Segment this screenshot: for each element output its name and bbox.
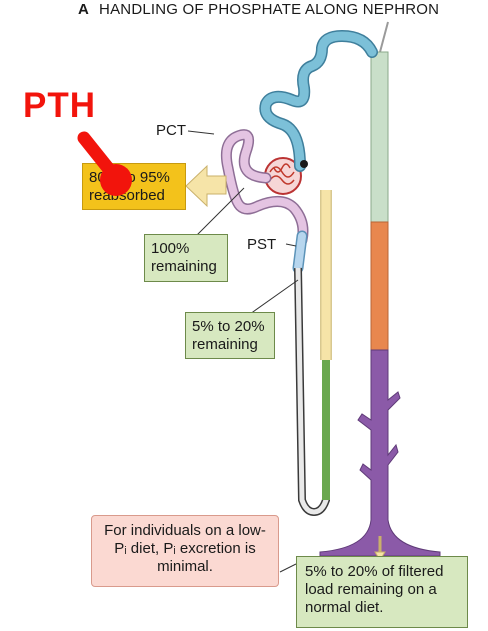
figure-title-text: HANDLING OF PHOSPHATE ALONG NEPHRON	[99, 1, 440, 18]
pst-label: PST	[247, 236, 277, 253]
reabsorption-arrow	[185, 164, 227, 208]
collecting-duct	[319, 21, 441, 557]
low-diet-note-text: For individuals on a low-Pᵢ diet, Pᵢ exc…	[104, 522, 266, 575]
pth-label: PTH	[23, 86, 96, 125]
panel-letter: A	[78, 1, 90, 18]
pct-label: PCT	[156, 122, 186, 139]
remaining-100-text: 100% remaining	[151, 240, 217, 275]
remaining-pst-callout: 5% to 20% remaining	[185, 312, 275, 359]
low-diet-note: For individuals on a low-Pᵢ diet, Pᵢ exc…	[91, 515, 279, 587]
pth-pointer-stem	[77, 131, 115, 175]
remaining-100-callout: 100% remaining	[144, 234, 228, 282]
pth-pointer-head	[100, 164, 132, 196]
excreted-text: 5% to 20% of filtered load remaining on …	[305, 563, 444, 616]
remaining-pst-text: 5% to 20% remaining	[192, 318, 265, 353]
excreted-callout: 5% to 20% of filtered load remaining on …	[296, 556, 468, 628]
figure-title: A HANDLING OF PHOSPHATE ALONG NEPHRON	[78, 1, 439, 18]
